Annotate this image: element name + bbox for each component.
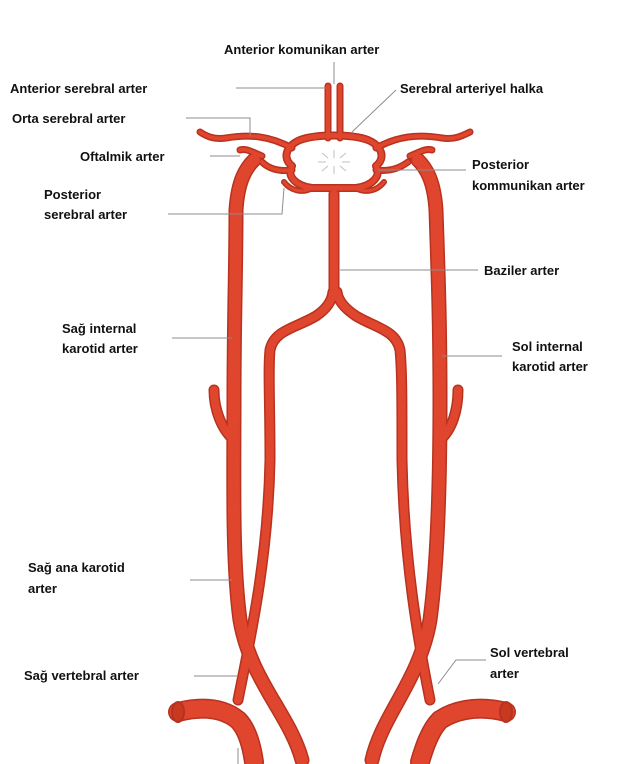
label-posterior-serebral-line2: serebral arter (44, 206, 127, 223)
label-oftalmik: Oftalmik arter (80, 148, 165, 165)
label-sol-vertebral-line1: Sol vertebral (490, 644, 569, 661)
label-baziler: Baziler arter (484, 262, 559, 279)
label-anterior-komunikan: Anterior komunikan arter (224, 41, 379, 58)
label-sag-vertebral: Sağ vertebral arter (24, 667, 139, 684)
arterial-circle-center (300, 144, 368, 180)
label-orta-serebral: Orta serebral arter (12, 110, 125, 127)
label-posterior-kommunikan-line1: Posterior (472, 156, 529, 173)
artery-tree (172, 86, 512, 762)
right-subclavian-cut-end (172, 702, 184, 722)
label-posterior-kommunikan-line2: kommunikan arter (472, 177, 585, 194)
label-sol-vertebral-line2: arter (490, 665, 519, 682)
label-posterior-serebral-line1: Posterior (44, 186, 101, 203)
left-subclavian-cut-end (500, 702, 512, 722)
label-anterior-serebral: Anterior serebral arter (10, 80, 147, 97)
label-sag-internal-line1: Sağ internal (62, 320, 136, 337)
label-sag-ana-line1: Sağ ana karotid (28, 559, 125, 576)
label-sol-internal-line2: karotid arter (512, 358, 588, 375)
label-serebral-halka: Serebral arteriyel halka (400, 80, 543, 97)
leader-posterior-serebral (168, 188, 284, 214)
label-sol-internal-line1: Sol internal (512, 338, 583, 355)
leader-serebral-halka (352, 90, 396, 132)
leader-sol-vertebral (438, 660, 486, 684)
label-sag-ana-line2: arter (28, 580, 57, 597)
label-sag-internal-line2: karotid arter (62, 340, 138, 357)
